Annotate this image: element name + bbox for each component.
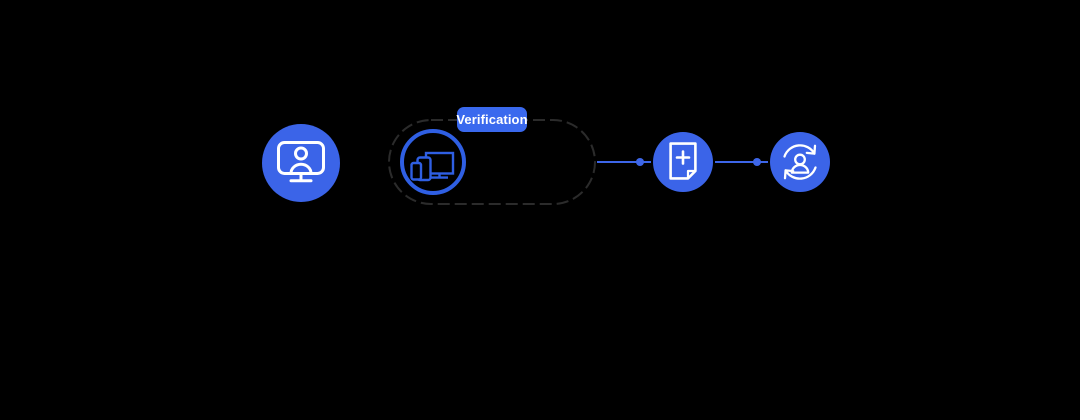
devices-icon xyxy=(410,151,455,182)
verification-badge-label: Verification xyxy=(456,112,528,127)
monitor-user-icon xyxy=(277,141,325,183)
user-sync-icon xyxy=(783,144,817,180)
node-document-add xyxy=(653,132,713,192)
document-add-icon xyxy=(669,142,697,180)
node-user-monitor xyxy=(262,124,340,202)
connector-dot-1 xyxy=(636,158,644,166)
verification-badge: Verification xyxy=(456,107,528,132)
connector-dot-2 xyxy=(753,158,761,166)
node-device-verification xyxy=(400,129,466,195)
node-user-sync xyxy=(770,132,830,192)
